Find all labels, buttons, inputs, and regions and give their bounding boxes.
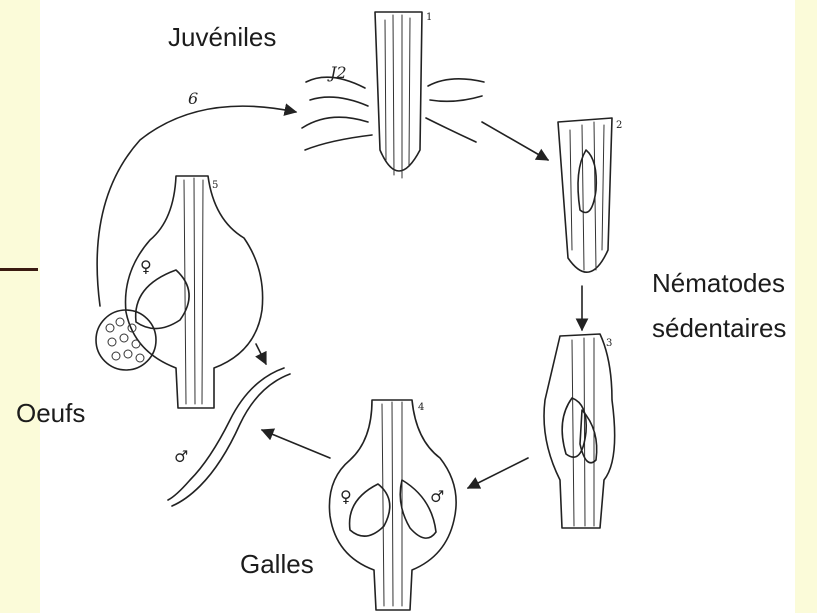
- juvenile-tag: J2: [327, 63, 347, 82]
- label-sedentaires: sédentaires: [652, 313, 786, 343]
- cycle-arrows: 6: [97, 89, 582, 488]
- sedentary-nematode: [562, 398, 586, 457]
- juvenile-worm: [310, 97, 368, 106]
- stage-1-root-tip: 1 J2: [302, 12, 484, 178]
- label-galles: Galles: [240, 549, 314, 579]
- stage-number-1: 1: [426, 12, 432, 23]
- label-juveniles: Juvéniles: [168, 22, 276, 52]
- juvenile-worm: [430, 96, 482, 101]
- juvenile-worm: [426, 118, 476, 142]
- stage-number-5: 5: [212, 180, 218, 191]
- female-nematode: [350, 484, 390, 536]
- stage-number-2: 2: [616, 120, 622, 131]
- arrow-1-to-2: [482, 122, 548, 160]
- juvenile-worm: [302, 117, 368, 128]
- male-symbol: ♂: [430, 487, 444, 506]
- female-symbol: ♀: [340, 487, 352, 506]
- arrow-5-to-male: [256, 344, 266, 364]
- stage-4-gall: 4 ♀ ♂: [329, 400, 456, 610]
- male-symbol: ♂: [174, 447, 188, 466]
- arrow-6-to-juveniles: [97, 106, 296, 306]
- egg-mass: [96, 310, 156, 370]
- juvenile-worm: [305, 135, 372, 150]
- stage-3-swollen-root: 3: [544, 334, 615, 528]
- label-nematodes: Nématodes: [652, 268, 785, 298]
- cycle-step-6: 6: [188, 89, 198, 108]
- stage-5-gall: 5 ♀: [96, 176, 263, 408]
- arrow-4-to-male: [262, 430, 330, 458]
- stage-number-3: 3: [606, 338, 612, 349]
- label-oeufs: Oeufs: [16, 398, 85, 428]
- arrow-3-to-4: [468, 458, 528, 488]
- stage-2-root: 2: [558, 118, 622, 272]
- juvenile-worm: [428, 79, 484, 86]
- sedentary-nematode: [578, 150, 596, 213]
- female-nematode: [136, 270, 189, 329]
- stage-number-4: 4: [418, 402, 424, 413]
- female-symbol: ♀: [140, 257, 152, 276]
